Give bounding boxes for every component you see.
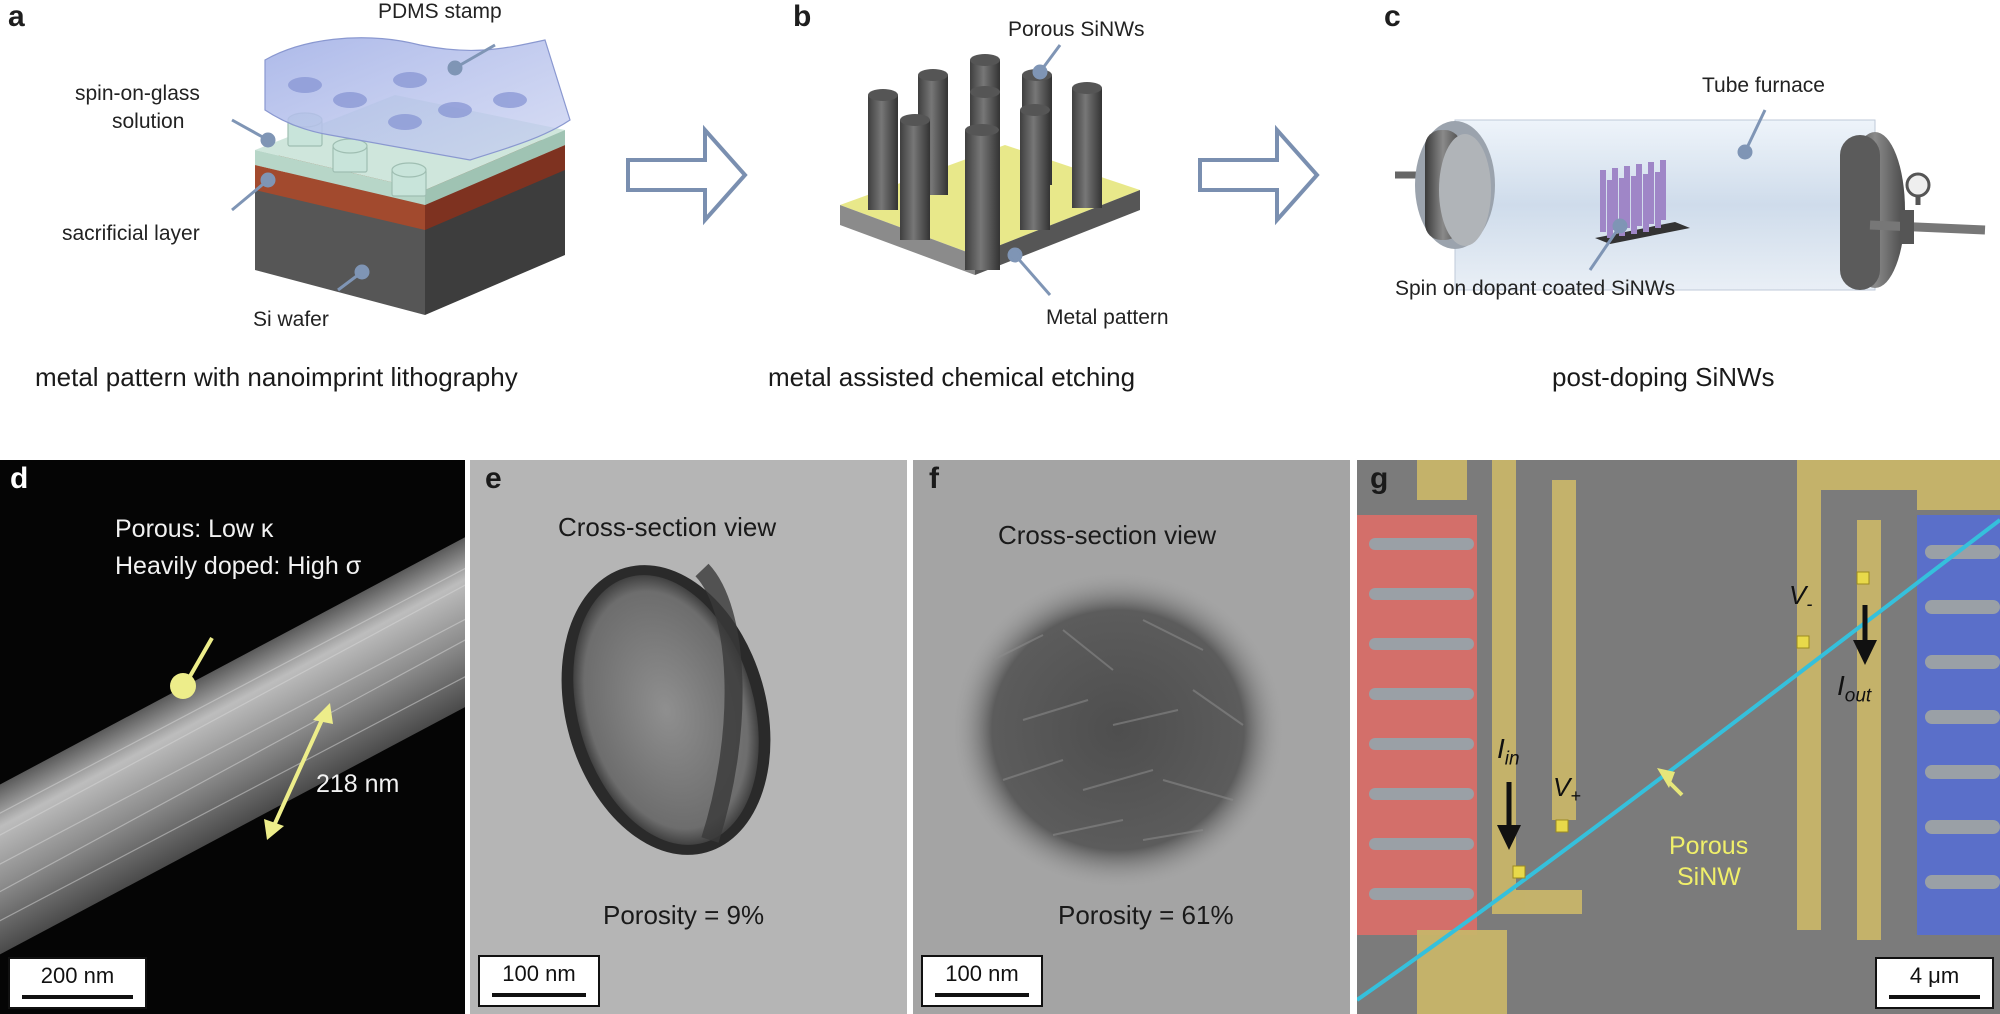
label-si-wafer: Si wafer: [253, 308, 329, 331]
g-label-v-plus: V+: [1553, 772, 1581, 807]
panel-d-image: Porous: Low κ Heavily doped: High σ 218 …: [0, 460, 465, 1014]
label-tube-furnace: Tube furnace: [1702, 74, 1825, 97]
label-metal-pattern: Metal pattern: [1046, 306, 1169, 329]
d-text-doped: Heavily doped: High σ: [115, 552, 362, 580]
scalebar-d: 200 nm: [8, 957, 147, 1009]
f-porosity: Porosity = 61%: [1058, 900, 1234, 930]
scalebar-g: 4 μm: [1875, 957, 1994, 1009]
label-solution: solution: [112, 110, 185, 133]
caption-c: post-doping SiNWs: [1552, 362, 1775, 392]
f-title: Cross-section view: [998, 520, 1217, 550]
panel-letter-c: c: [1384, 0, 1401, 33]
d-diameter-label: 218 nm: [316, 770, 400, 798]
g-i-out-main: I: [1837, 670, 1845, 701]
panel-f-image: Cross-section view Porosity = 61% 100 nm: [913, 460, 1350, 1014]
label-sacrificial-layer: sacrificial layer: [62, 222, 200, 245]
caption-b: metal assisted chemical etching: [768, 362, 1136, 392]
e-title: Cross-section view: [558, 512, 777, 542]
d-text-porous: Porous: Low κ: [115, 515, 274, 543]
panel-letter-b: b: [793, 0, 812, 33]
label-spin-on-glass: spin-on-glass: [75, 82, 200, 105]
scalebar-e: 100 nm: [478, 955, 600, 1007]
caption-a: metal pattern with nanoimprint lithograp…: [35, 362, 518, 392]
panel-letter-d: d: [10, 462, 29, 495]
g-i-in-sub: in: [1504, 748, 1520, 770]
scalebar-g-label: 4 μm: [1909, 963, 1960, 988]
g-i-in-main: I: [1497, 733, 1505, 764]
panel-letter-f: f: [929, 462, 939, 495]
panel-g-image: Iin V+ V- Iout Porous SiNW 4 μm: [1357, 460, 2000, 1014]
g-v-minus-sub: -: [1806, 594, 1813, 615]
panel-letter-g: g: [1370, 462, 1389, 495]
g-v-plus-sub: +: [1570, 786, 1581, 807]
label-coated-sinws: Spin on dopant coated SiNWs: [1395, 277, 1676, 300]
label-porous-sinws: Porous SiNWs: [1008, 18, 1145, 41]
g-i-out-sub: out: [1844, 685, 1872, 707]
scalebar-d-label: 200 nm: [40, 963, 115, 988]
scalebar-f: 100 nm: [921, 955, 1043, 1007]
g-porous-label-2: SiNW: [1677, 863, 1741, 891]
e-porosity: Porosity = 9%: [603, 900, 765, 930]
label-pdms-stamp: PDMS stamp: [378, 0, 502, 23]
panel-a-illustration: [231, 37, 1986, 315]
panel-e-image: Cross-section view Porosity = 9% 100 nm: [470, 460, 907, 1014]
scalebar-e-label: 100 nm: [502, 961, 576, 986]
g-label-i-out: Iout: [1837, 670, 1871, 708]
panel-letter-e: e: [485, 462, 502, 495]
g-porous-label-1: Porous: [1669, 832, 1749, 860]
g-v-minus-main: V: [1789, 580, 1807, 610]
g-v-plus-main: V: [1553, 772, 1571, 802]
g-label-v-minus: V-: [1789, 580, 1812, 615]
g-label-i-in: Iin: [1497, 733, 1520, 771]
scalebar-f-label: 100 nm: [945, 961, 1019, 986]
panel-letter-a: a: [8, 0, 25, 33]
